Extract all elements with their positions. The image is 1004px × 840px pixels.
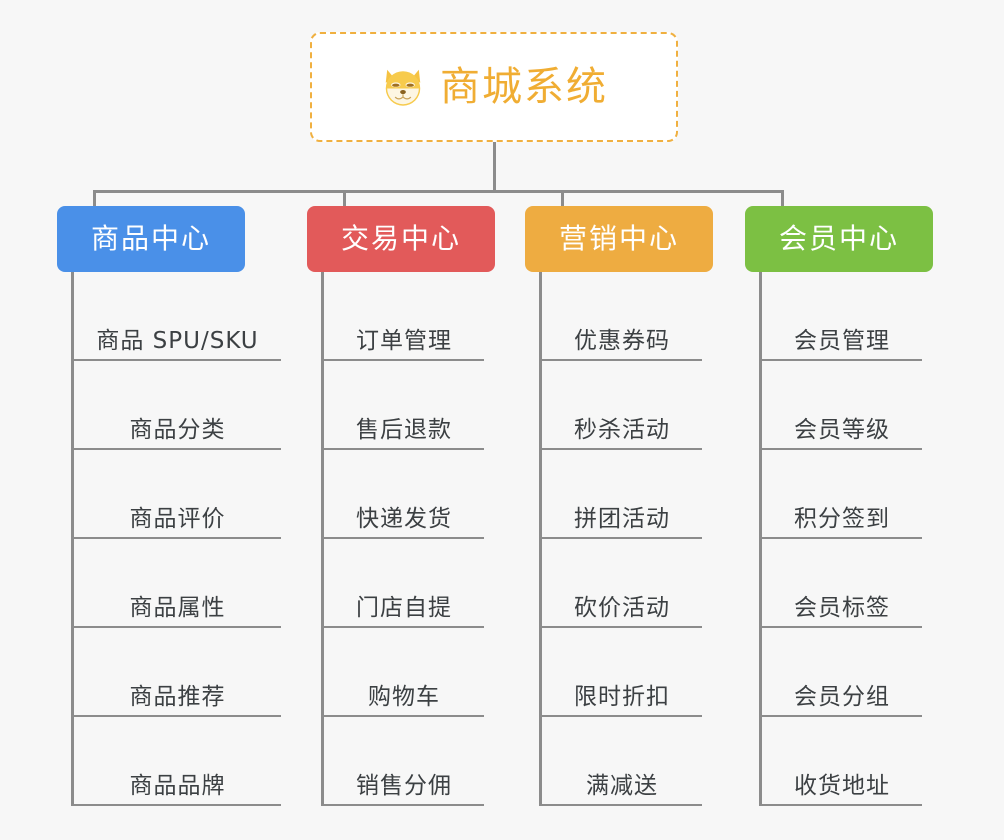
leaf-item-label: 积分签到 [794, 505, 890, 532]
leaf-item[interactable]: 销售分佣 [324, 717, 484, 806]
leaf-item-label: 订单管理 [356, 327, 452, 354]
leaf-list: 订单管理售后退款快递发货门店自提购物车销售分佣 [321, 272, 484, 806]
leaf-item[interactable]: 订单管理 [324, 272, 484, 361]
leaf-item-label: 优惠券码 [574, 327, 670, 354]
connector-branch-stem [781, 190, 784, 206]
root-title: 商城系统 [440, 64, 608, 110]
leaf-item[interactable]: 售后退款 [324, 361, 484, 450]
connector-root-stem [493, 142, 496, 192]
leaf-item[interactable]: 商品 SPU/SKU [74, 272, 281, 361]
connector-branch-stem [343, 190, 346, 206]
leaf-item-label: 会员管理 [794, 327, 890, 354]
shiba-dog-icon [385, 69, 421, 106]
leaf-item[interactable]: 商品评价 [74, 450, 281, 539]
leaf-item-label: 满减送 [586, 772, 658, 799]
category-header-label: 营销中心 [558, 222, 679, 255]
connector-horizontal-bus [93, 190, 784, 193]
leaf-item-label: 收货地址 [794, 772, 890, 799]
leaf-item[interactable]: 商品推荐 [74, 628, 281, 717]
category-header-3[interactable]: 营销中心 [525, 206, 713, 272]
leaf-item[interactable]: 满减送 [542, 717, 702, 806]
category-header-label: 商品中心 [90, 222, 211, 255]
leaf-item-label: 商品评价 [129, 505, 226, 532]
leaf-item-label: 购物车 [368, 683, 440, 710]
leaf-item-label: 商品推荐 [129, 683, 226, 710]
root-node[interactable]: 商城系统 [310, 32, 678, 142]
category-header-2[interactable]: 交易中心 [307, 206, 495, 272]
leaf-list: 优惠券码秒杀活动拼团活动砍价活动限时折扣满减送 [539, 272, 702, 806]
leaf-item[interactable]: 商品分类 [74, 361, 281, 450]
leaf-item-label: 会员分组 [794, 683, 890, 710]
leaf-item[interactable]: 商品属性 [74, 539, 281, 628]
leaf-item-label: 砍价活动 [574, 594, 670, 621]
category-header-1[interactable]: 商品中心 [57, 206, 245, 272]
leaf-item-label: 商品分类 [129, 416, 226, 443]
category-header-4[interactable]: 会员中心 [745, 206, 933, 272]
leaf-item-label: 限时折扣 [574, 683, 670, 710]
leaf-item[interactable]: 门店自提 [324, 539, 484, 628]
leaf-item-label: 秒杀活动 [574, 416, 670, 443]
leaf-item-label: 销售分佣 [356, 772, 452, 799]
leaf-item[interactable]: 优惠券码 [542, 272, 702, 361]
leaf-item[interactable]: 秒杀活动 [542, 361, 702, 450]
leaf-item-label: 售后退款 [356, 416, 452, 443]
leaf-item[interactable]: 砍价活动 [542, 539, 702, 628]
leaf-item[interactable]: 快递发货 [324, 450, 484, 539]
leaf-item[interactable]: 购物车 [324, 628, 484, 717]
leaf-item-label: 商品品牌 [129, 772, 226, 799]
leaf-item-label: 门店自提 [356, 594, 452, 621]
leaf-item[interactable]: 商品品牌 [74, 717, 281, 806]
leaf-item[interactable]: 积分签到 [762, 450, 922, 539]
connector-branch-stem [93, 190, 96, 206]
leaf-item[interactable]: 会员分组 [762, 628, 922, 717]
leaf-item[interactable]: 收货地址 [762, 717, 922, 806]
leaf-item-label: 商品 SPU/SKU [96, 327, 259, 354]
leaf-item-label: 快递发货 [356, 505, 452, 532]
leaf-item-label: 会员等级 [794, 416, 890, 443]
connector-branch-stem [561, 190, 564, 206]
leaf-list: 商品 SPU/SKU 商品分类商品评价商品属性商品推荐商品品牌 [71, 272, 281, 806]
leaf-item[interactable]: 会员标签 [762, 539, 922, 628]
leaf-item[interactable]: 拼团活动 [542, 450, 702, 539]
leaf-item[interactable]: 会员等级 [762, 361, 922, 450]
leaf-item-label: 会员标签 [794, 594, 890, 621]
leaf-item-label: 商品属性 [129, 594, 226, 621]
leaf-list: 会员管理会员等级积分签到会员标签会员分组收货地址 [759, 272, 922, 806]
category-header-label: 交易中心 [340, 222, 461, 255]
category-header-label: 会员中心 [778, 222, 899, 255]
leaf-item[interactable]: 会员管理 [762, 272, 922, 361]
leaf-item-label: 拼团活动 [574, 505, 670, 532]
leaf-item[interactable]: 限时折扣 [542, 628, 702, 717]
